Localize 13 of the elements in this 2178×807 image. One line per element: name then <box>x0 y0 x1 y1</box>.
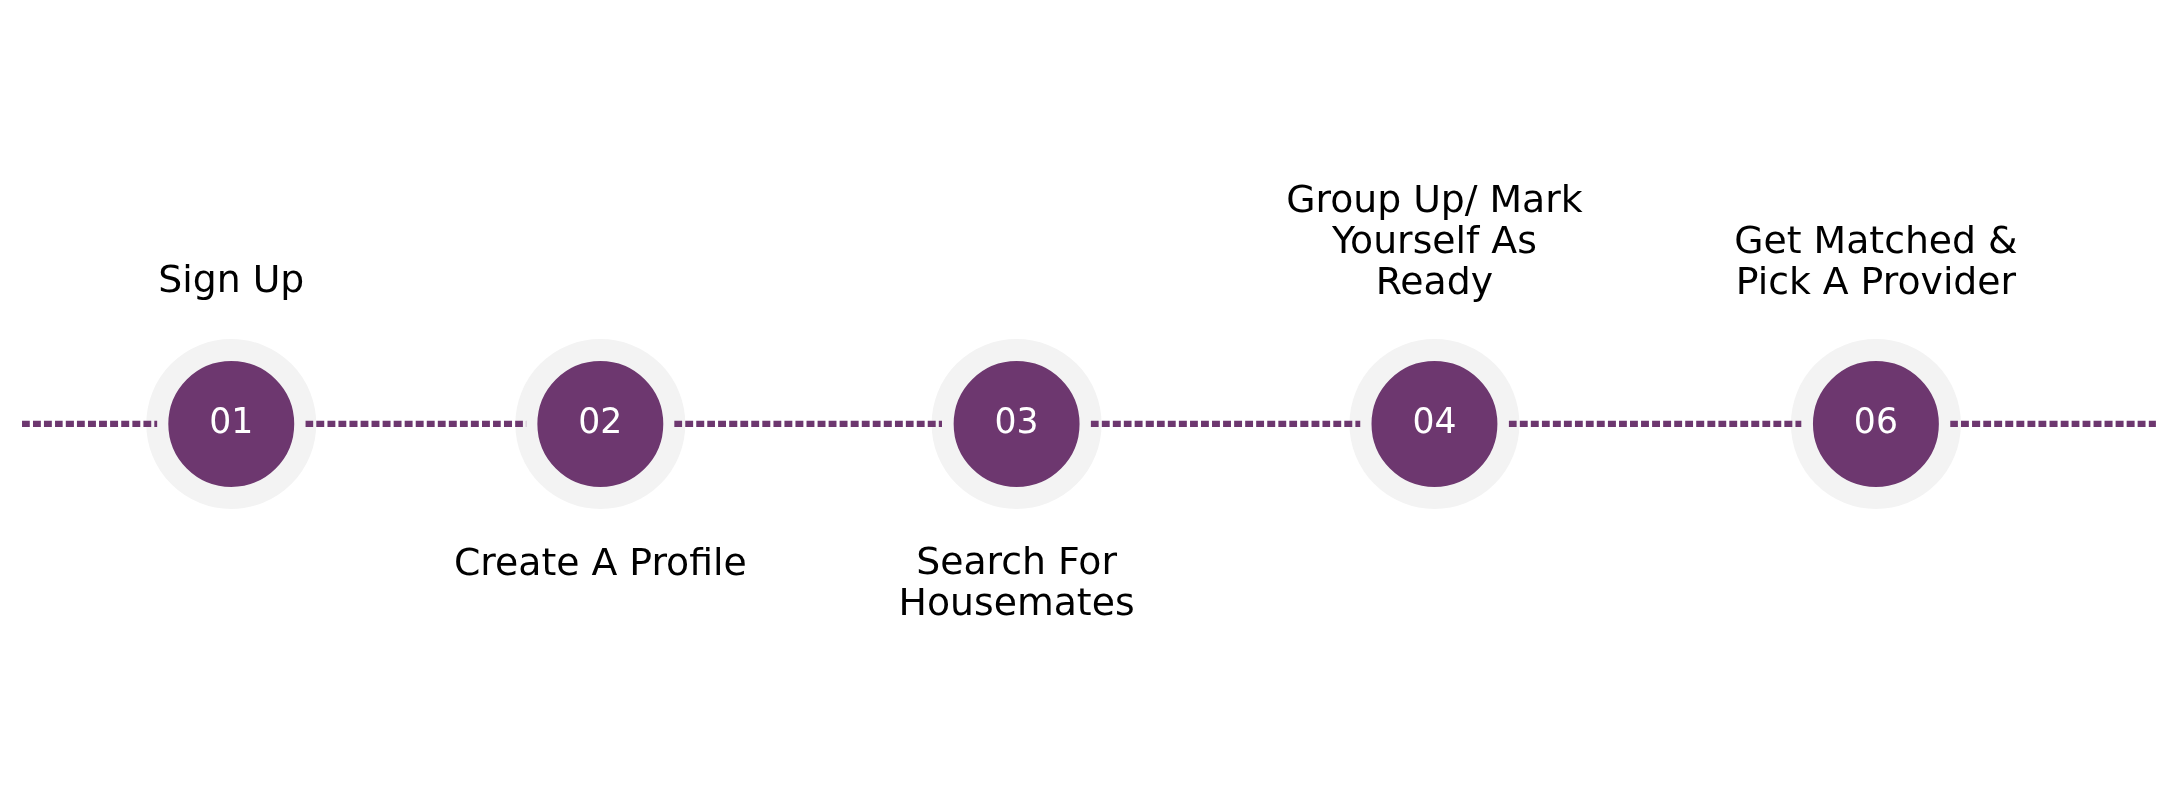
node-label: Create A Profile <box>453 540 747 585</box>
node-circle: 03 <box>931 338 1102 509</box>
node-circle: 06 <box>1790 338 1961 509</box>
node-circle: 04 <box>1349 338 1520 509</box>
connector <box>1090 420 1361 428</box>
node-label: Search For Housemates <box>898 538 1135 624</box>
node-circle: 01 <box>146 338 317 509</box>
node-label: Get Matched & Pick A Provider <box>1734 217 2018 303</box>
connector <box>674 420 942 428</box>
connector <box>1508 420 1802 428</box>
node-label: Group Up/ Mark Yourself As Ready <box>1286 176 1583 303</box>
node-circle: 02 <box>515 338 686 509</box>
node-label: Sign Up <box>158 257 305 302</box>
